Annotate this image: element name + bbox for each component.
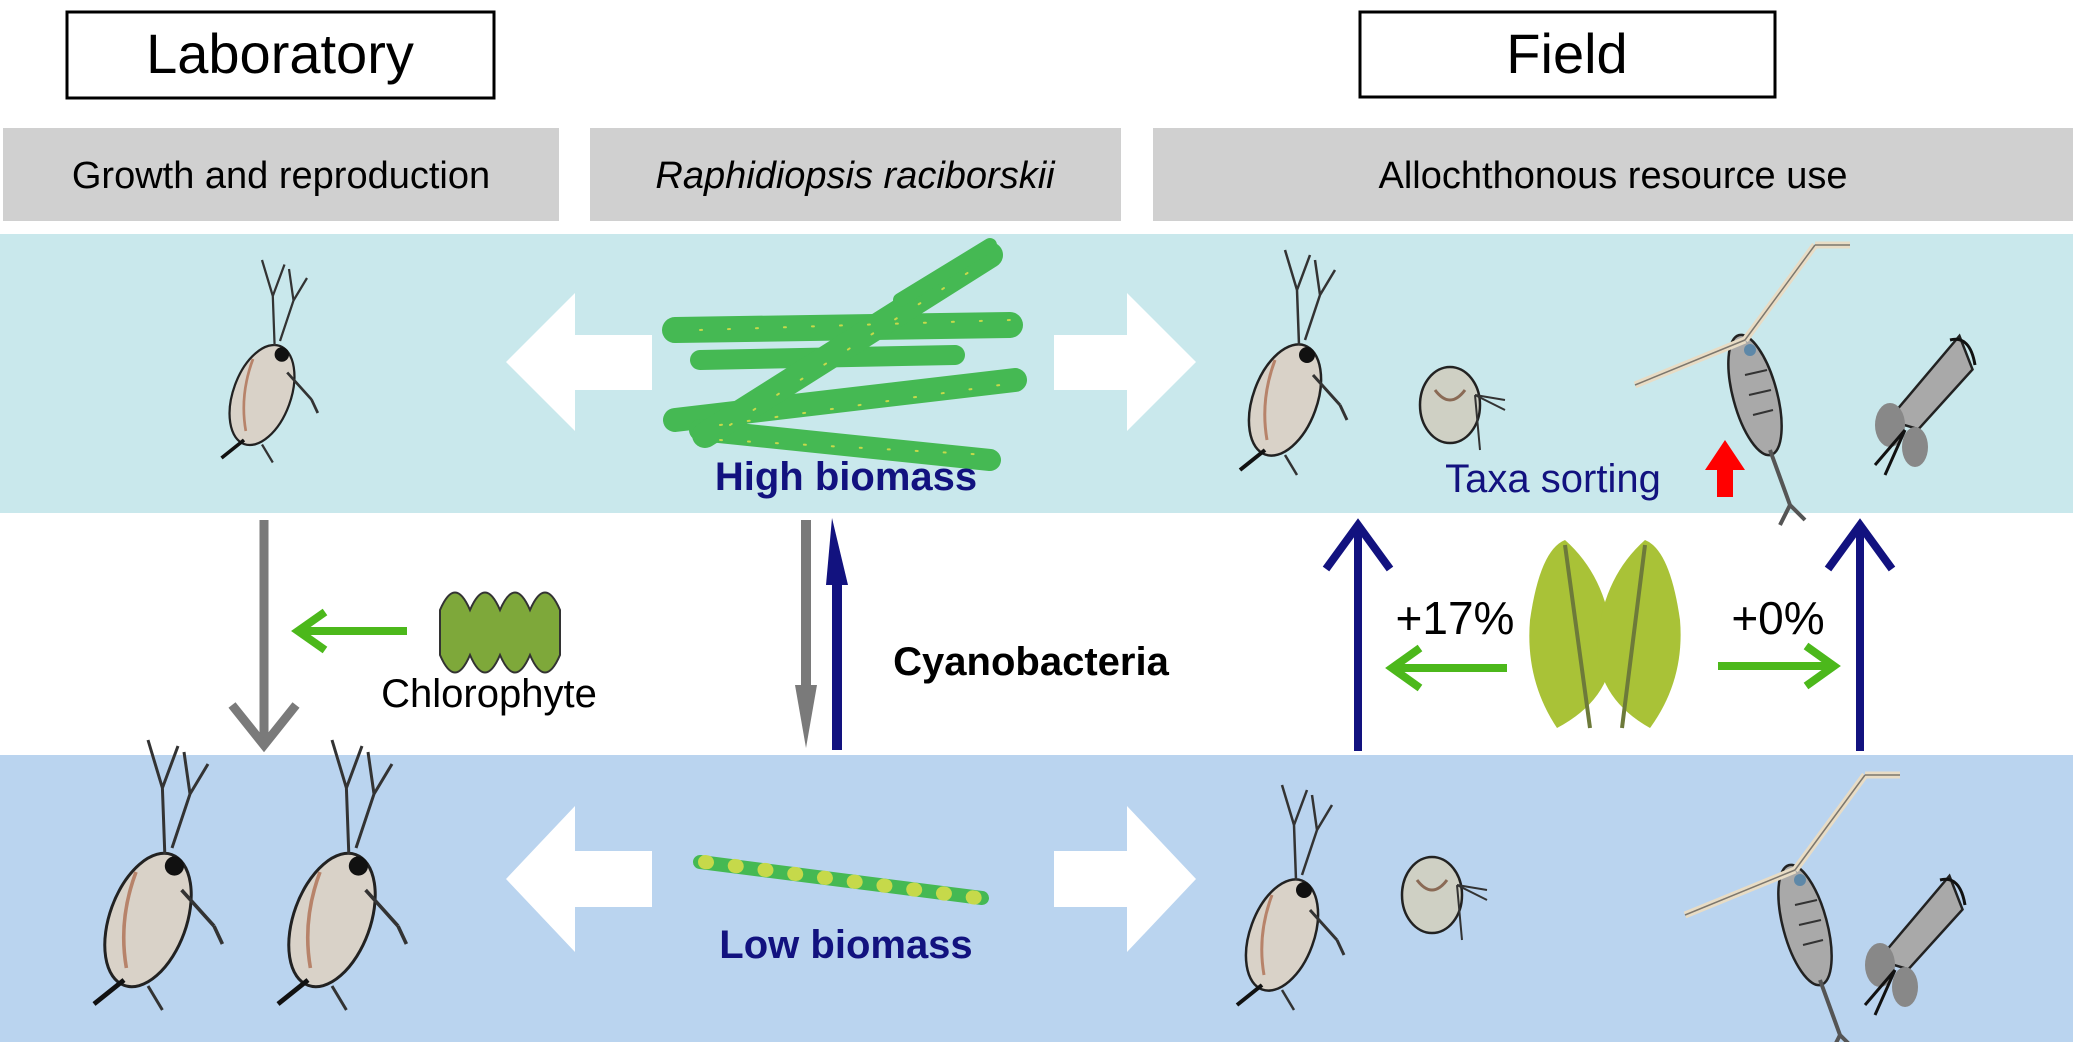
plus-0-percent-label: +0%	[1731, 592, 1824, 644]
green-left-arrow-icon	[1385, 644, 1507, 692]
white-arrow-right-top	[1054, 293, 1196, 431]
low-biomass-label: Low biomass	[719, 923, 972, 967]
white-arrow-left-top	[506, 293, 652, 431]
plus-17-percent-label: +17%	[1396, 592, 1515, 644]
navy-up-arrow-icon	[1322, 518, 1394, 751]
chlorophyte-label: Chlorophyte	[381, 672, 597, 716]
white-arrow-left-bottom	[506, 806, 652, 952]
gray-down-arrow-icon	[228, 520, 300, 753]
green-right-arrow-icon	[1718, 642, 1841, 690]
taxa-sorting-label: Taxa sorting	[1445, 457, 1661, 501]
red-up-arrow-icon	[1705, 440, 1745, 497]
allochthonous-label: Allochthonous resource use	[1379, 155, 1848, 197]
laboratory-header: Laboratory	[146, 22, 414, 85]
chlorophyte-icon	[439, 591, 561, 674]
species-bar	[590, 128, 1121, 221]
filament-low-biomass-icon	[693, 855, 989, 905]
filament-cluster-high-biomass-icon	[662, 238, 1027, 471]
field-header-box	[1358, 10, 1777, 99]
growth-bar	[3, 128, 559, 221]
white-arrow-right-bottom	[1054, 806, 1196, 952]
field-header: Field	[1506, 22, 1627, 85]
leaves-icon	[1529, 540, 1681, 729]
cyanobacteria-label: Cyanobacteria	[893, 640, 1169, 684]
high-biomass-label: High biomass	[715, 455, 977, 499]
gray-down-arrow-icon	[795, 520, 817, 748]
laboratory-header-box	[65, 10, 496, 100]
navy-up-arrow-icon	[826, 518, 848, 750]
navy-up-arrow-icon	[1824, 518, 1896, 751]
species-label: Raphidiopsis raciborskii	[655, 155, 1056, 197]
growth-label: Growth and reproduction	[72, 155, 490, 197]
green-left-arrow-icon	[291, 608, 407, 654]
allochthonous-bar	[1153, 128, 2073, 221]
